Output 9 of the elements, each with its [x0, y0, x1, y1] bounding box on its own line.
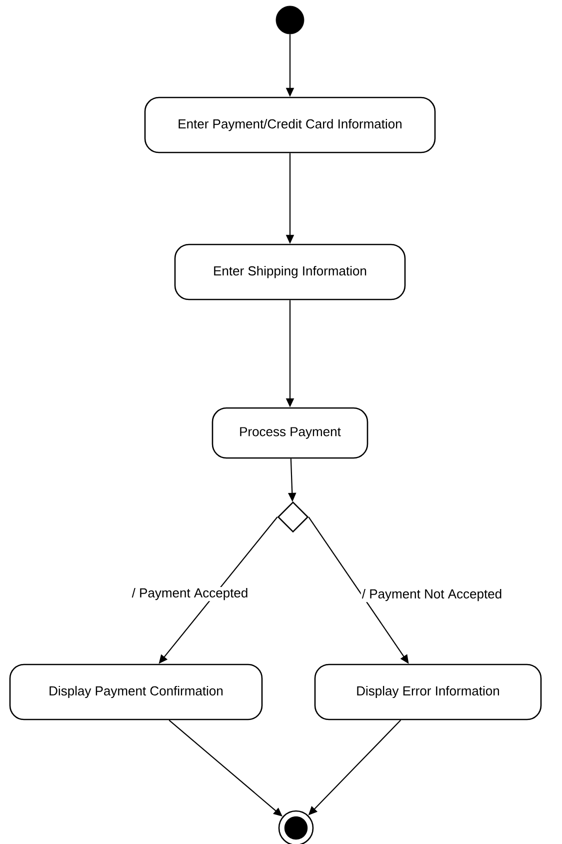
state-box: Process Payment: [212, 407, 368, 459]
edge-label: / Payment Accepted: [130, 586, 250, 602]
edge-label: / Payment Not Accepted: [360, 588, 504, 602]
start-circle: [276, 6, 304, 34]
state-box: Enter Shipping Information: [174, 244, 406, 300]
state-box: Display Error Information: [314, 664, 542, 720]
end-circle: [278, 810, 314, 844]
state-box: Enter Payment/Credit Card Information: [144, 96, 436, 154]
state-box: Display Payment Confirmation: [9, 664, 263, 720]
